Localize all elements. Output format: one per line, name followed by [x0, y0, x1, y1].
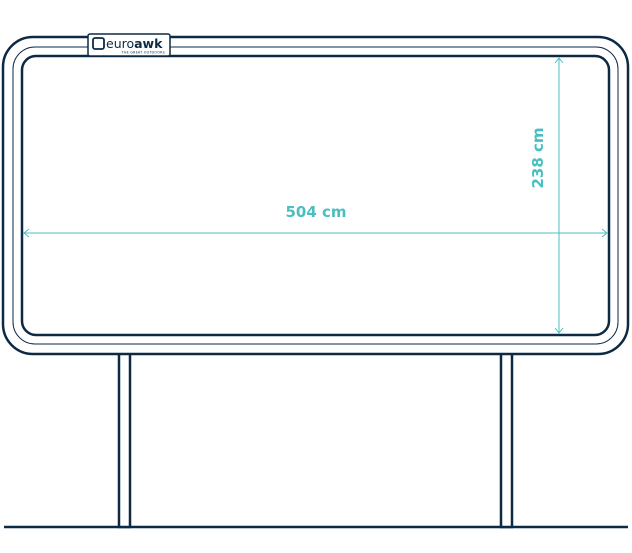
width-arrow-left-icon — [23, 228, 30, 238]
left-support-post — [117, 351, 132, 529]
logo-tagline: THE GREAT OUTDOORS — [121, 51, 165, 55]
width-arrow-right-icon — [601, 228, 608, 238]
height-arrow-top-icon — [554, 57, 564, 64]
right-support-post — [499, 351, 514, 529]
logo-brand-light: euro — [106, 36, 134, 51]
height-arrow-bottom-icon — [554, 327, 564, 334]
height-dimension — [554, 57, 564, 334]
svg-text:euroawk: euroawk — [106, 36, 163, 51]
brand-logo: euroawk THE GREAT OUTDOORS — [87, 33, 171, 57]
billboard-poster-panel — [20, 54, 611, 337]
logo-brand-bold: awk — [134, 36, 163, 51]
width-dimension — [23, 228, 608, 238]
logo-square-icon — [92, 37, 105, 50]
height-label: 238 cm — [529, 127, 547, 188]
billboard-middle-frame — [12, 46, 619, 345]
width-label: 504 cm — [285, 203, 346, 221]
